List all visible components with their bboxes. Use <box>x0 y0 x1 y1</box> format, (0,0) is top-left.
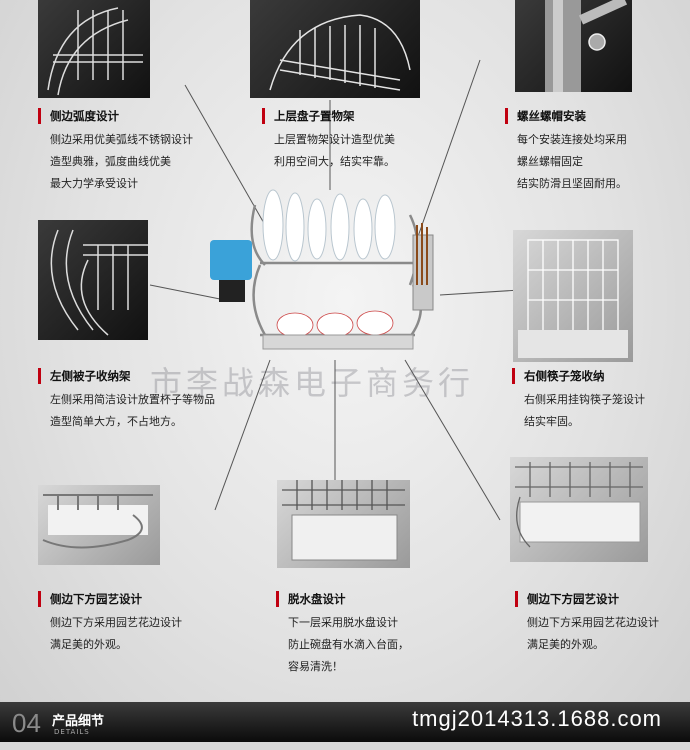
feature-cup-holder: 左侧被子收纳架 左侧采用简洁设计放置杯子等物品 造型简单大方，不占地方。 <box>38 368 215 433</box>
footer-bar: 04 产品细节 DETAILS tmgj2014313.1688.com <box>0 702 690 742</box>
feature-title: 侧边弧度设计 <box>38 108 193 124</box>
feature-line: 右侧采用挂钩筷子笼设计 <box>524 393 645 406</box>
feature-title: 上层盘子置物架 <box>262 108 395 124</box>
photo-side-arc <box>38 0 150 98</box>
feature-line: 结实牢固。 <box>524 415 579 428</box>
feature-line: 容易清洗！ <box>288 660 343 673</box>
feature-lower-right-garden: 侧边下方园艺设计 侧边下方采用园艺花边设计 满足美的外观。 <box>515 591 659 656</box>
feature-line: 结实防滑且坚固耐用。 <box>517 177 627 190</box>
feature-lower-left-garden: 侧边下方园艺设计 侧边下方采用园艺花边设计 满足美的外观。 <box>38 591 182 656</box>
feature-line: 造型简单大方，不占地方。 <box>50 415 182 428</box>
feature-chopstick-basket: 右侧筷子笼收纳 右侧采用挂钩筷子笼设计 结实牢固。 <box>512 368 645 433</box>
photo-lower-right-garden <box>510 457 648 562</box>
store-url[interactable]: tmgj2014313.1688.com <box>412 706 662 731</box>
feature-line: 造型典雅，弧度曲线优美 <box>50 155 171 168</box>
section-number: 04 <box>12 708 41 738</box>
feature-line: 满足美的外观。 <box>50 638 127 651</box>
feature-line: 每个安装连接处均采用 <box>517 133 627 146</box>
photo-screw-nut <box>515 0 632 92</box>
feature-line: 满足美的外观。 <box>527 638 604 651</box>
feature-line: 利用空间大，结实牢靠。 <box>274 155 395 168</box>
feature-title: 脱水盘设计 <box>276 591 409 607</box>
feature-title: 右侧筷子笼收纳 <box>512 368 645 384</box>
feature-line: 防止碗盘有水滴入台面， <box>288 638 409 651</box>
feature-line: 侧边下方采用园艺花边设计 <box>527 616 659 629</box>
feature-title: 侧边下方园艺设计 <box>38 591 182 607</box>
feature-upper-rack: 上层盘子置物架 上层置物架设计造型优美 利用空间大，结实牢靠。 <box>262 108 395 173</box>
photo-drain-tray <box>277 480 410 568</box>
feature-line: 侧边下方采用园艺花边设计 <box>50 616 182 629</box>
photo-lower-left-garden <box>38 485 160 565</box>
feature-side-arc: 侧边弧度设计 侧边采用优美弧线不锈钢设计 造型典雅，弧度曲线优美 最大力学承受设… <box>38 108 193 195</box>
feature-title: 螺丝螺帽安装 <box>505 108 627 124</box>
feature-line: 下一层采用脱水盘设计 <box>288 616 398 629</box>
bottom-strip <box>0 742 690 750</box>
feature-drain-tray: 脱水盘设计 下一层采用脱水盘设计 防止碗盘有水滴入台面， 容易清洗！ <box>276 591 409 678</box>
photo-upper-rack <box>250 0 420 98</box>
section-subtitle: DETAILS <box>54 728 90 736</box>
section-title: 产品细节 <box>52 714 105 729</box>
feature-line: 侧边采用优美弧线不锈钢设计 <box>50 133 193 146</box>
feature-line: 最大力学承受设计 <box>50 177 138 190</box>
feature-screw-nut: 螺丝螺帽安装 每个安装连接处均采用 螺丝螺帽固定 结实防滑且坚固耐用。 <box>505 108 627 195</box>
feature-title: 左侧被子收纳架 <box>38 368 215 384</box>
feature-title: 侧边下方园艺设计 <box>515 591 659 607</box>
product-dish-rack <box>205 185 450 370</box>
feature-line: 螺丝螺帽固定 <box>517 155 583 168</box>
photo-cup-holder <box>38 220 148 340</box>
photo-chopstick-basket <box>513 230 633 362</box>
feature-line: 上层置物架设计造型优美 <box>274 133 395 146</box>
feature-line: 左侧采用简洁设计放置杯子等物品 <box>50 393 215 406</box>
watermark-text: 市李战森电子商务行 <box>150 364 475 402</box>
